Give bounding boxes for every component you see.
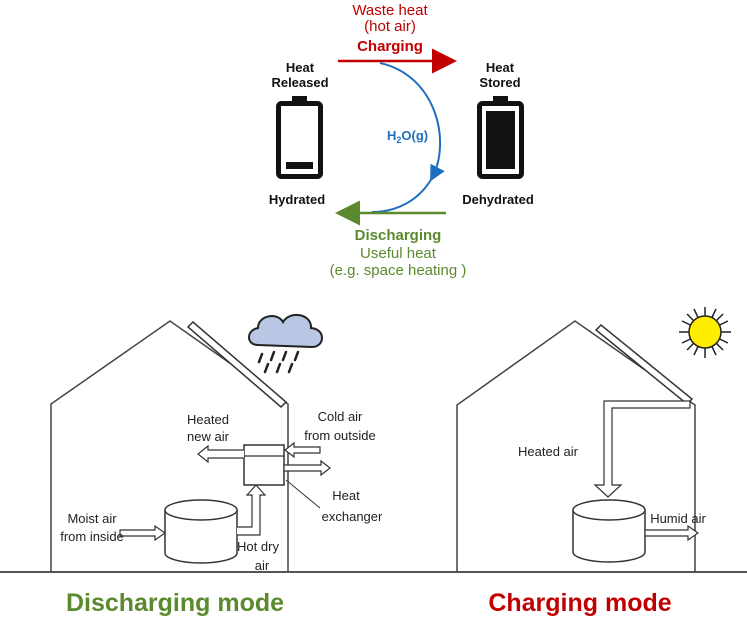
humid-air-arrow (644, 524, 700, 542)
heat-stored-label-2: Stored (479, 75, 520, 90)
moist-air-label: Moist air (67, 511, 117, 526)
solar-panel-right (594, 323, 694, 406)
cold-air-arrow (283, 441, 331, 477)
hydrated-label: Hydrated (269, 192, 325, 207)
discharging-mode-title: Discharging mode (66, 589, 284, 617)
heated-new-air-arrow (197, 444, 244, 464)
humid-air-label: Humid air (650, 511, 706, 526)
heat-released-label: Heat (286, 60, 315, 75)
cold-air-label: Cold air (318, 409, 363, 424)
h2o-label: H2O(g) (387, 128, 428, 145)
heat-exchanger-box (243, 444, 285, 486)
battery-empty-icon (276, 96, 323, 179)
dehydrated-label: Dehydrated (462, 192, 534, 207)
charging-label: Charging (357, 38, 423, 55)
house-outline-right (456, 320, 696, 572)
vapor-arc-lower (371, 177, 433, 213)
storage-tank-right (572, 499, 646, 563)
vapor-arc (379, 62, 445, 182)
hot-air-label: (hot air) (364, 18, 416, 35)
house-outline (50, 320, 289, 572)
heated-air-pipe (593, 400, 691, 498)
heat-stored-label: Heat (486, 60, 515, 75)
useful-heat-label: Useful heat (360, 245, 437, 262)
discharging-label: Discharging (355, 227, 442, 244)
sun-icon (679, 307, 731, 358)
rain-cloud-icon (248, 313, 323, 374)
heated-new-air-label-2: new air (187, 429, 230, 444)
waste-heat-label: Waste heat (352, 2, 428, 19)
battery-full-icon (477, 96, 524, 179)
storage-tank (164, 499, 238, 564)
heated-new-air-label: Heated (187, 412, 229, 427)
heat-released-label-2: Released (271, 75, 328, 90)
heated-air-label: Heated air (518, 444, 579, 459)
heat-exchanger-pointer (285, 479, 321, 509)
heat-exchanger-label: Heat (332, 488, 360, 503)
moist-air-arrow (119, 524, 167, 542)
moist-air-label-2: from inside (60, 529, 124, 544)
charging-mode-title: Charging mode (488, 589, 671, 617)
charging-house: Heated air Humid air Charging mode (456, 307, 731, 617)
heat-exchanger-label-2: exchanger (322, 509, 383, 524)
discharging-house: Heated new air Cold air from outside Hea… (50, 313, 383, 617)
solar-panel (186, 320, 288, 409)
cold-air-label-2: from outside (304, 428, 376, 443)
hot-dry-air-label: Hot dry (237, 539, 279, 554)
hot-dry-air-pipe (237, 484, 267, 536)
charging-cycle: Waste heat (hot air) Charging Heat Relea… (269, 2, 534, 279)
hot-dry-air-label-2: air (255, 558, 270, 573)
space-heating-label: (e.g. space heating ) (330, 262, 467, 279)
